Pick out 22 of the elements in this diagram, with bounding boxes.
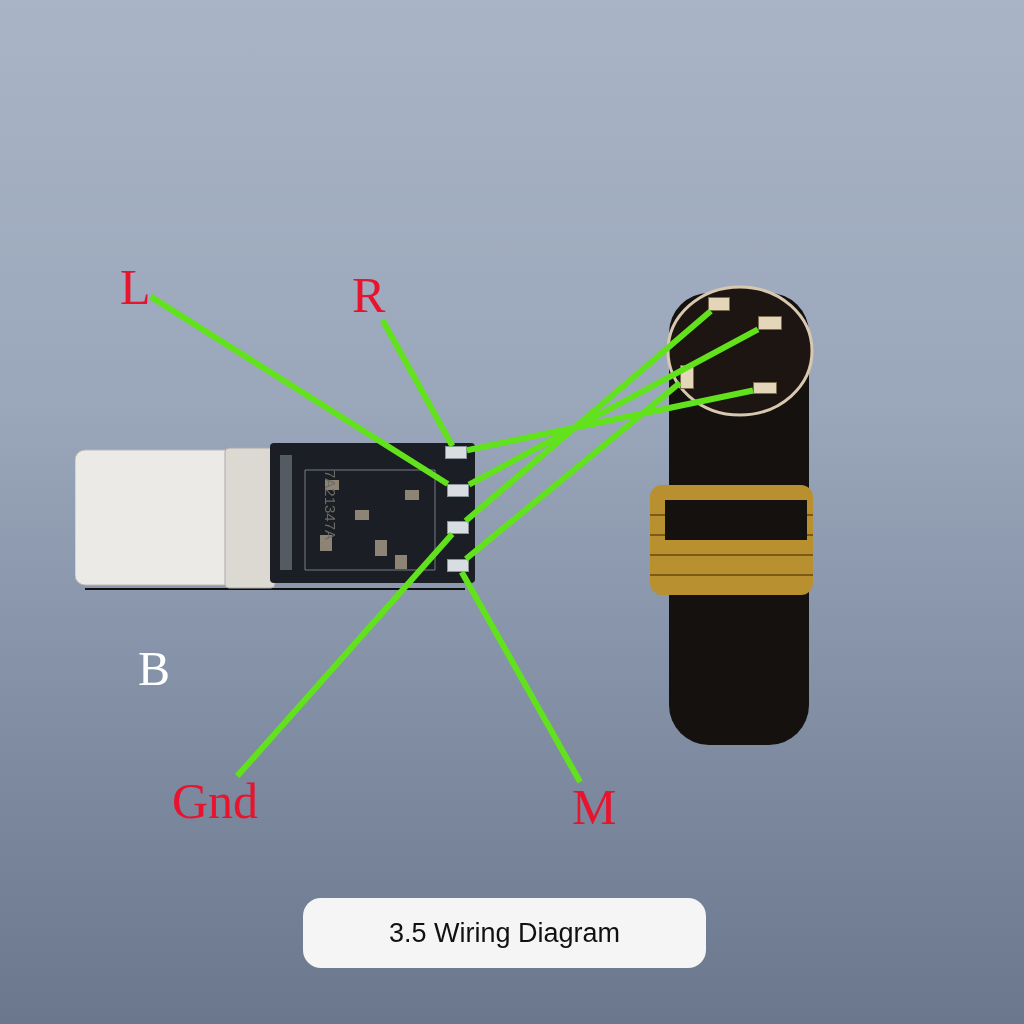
pin-label: M bbox=[572, 782, 617, 832]
jack-terminal bbox=[753, 382, 777, 394]
leader-line bbox=[464, 380, 682, 562]
solder-pad bbox=[445, 446, 467, 459]
solder-pad bbox=[447, 484, 469, 497]
leader-line bbox=[379, 318, 456, 448]
part-marking: 7A21347A bbox=[323, 470, 338, 541]
leader-line bbox=[235, 532, 455, 778]
pin-label: Gnd bbox=[172, 776, 259, 826]
leader-line bbox=[148, 294, 450, 487]
leader-line bbox=[463, 308, 713, 524]
leader-line bbox=[467, 326, 760, 488]
leader-line bbox=[459, 570, 583, 784]
jack-terminal bbox=[708, 297, 730, 311]
solder-pad bbox=[447, 559, 469, 572]
leader-line bbox=[466, 387, 754, 454]
pin-label: L bbox=[120, 262, 151, 312]
solder-pad bbox=[447, 521, 469, 534]
caption: 3.5 Wiring Diagram bbox=[303, 898, 706, 968]
pin-label: R bbox=[352, 270, 386, 320]
jack-terminal bbox=[758, 316, 782, 330]
part-label: B bbox=[138, 645, 170, 693]
